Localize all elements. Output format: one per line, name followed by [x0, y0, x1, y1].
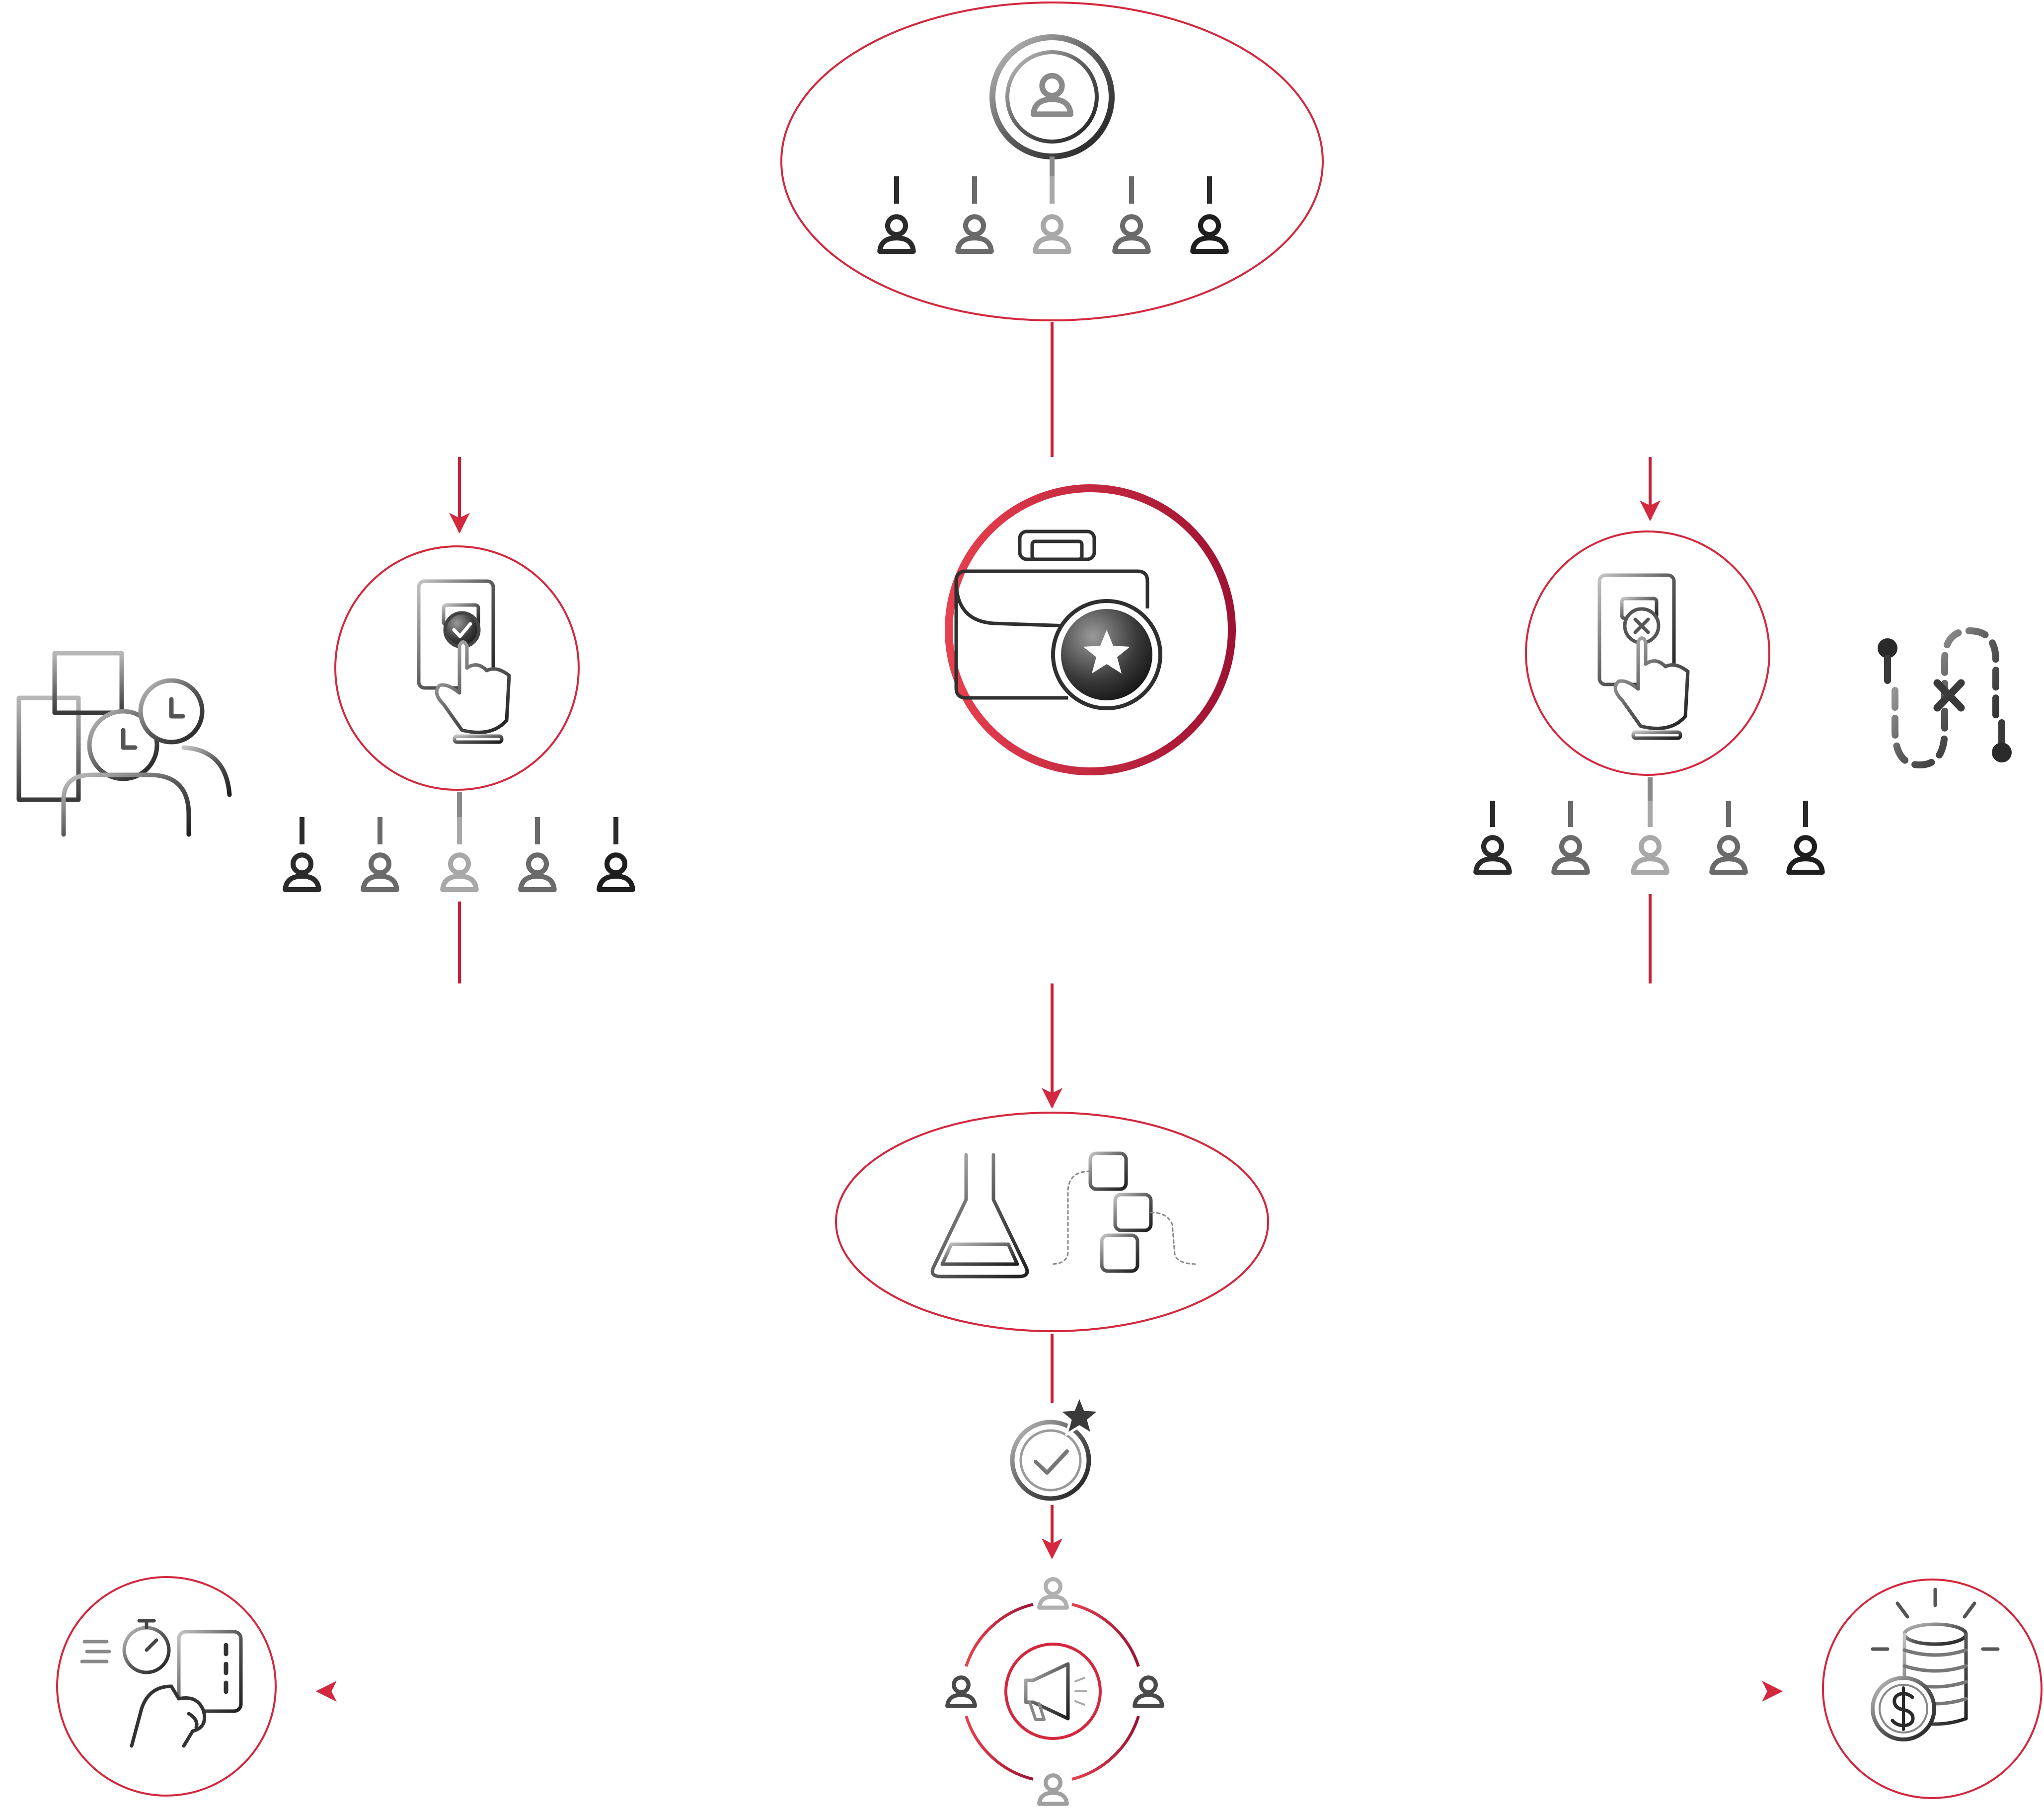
leader-hierarchy-ellipse	[780, 1, 1324, 321]
experiment-process-ellipse	[835, 1112, 1269, 1332]
node-fast-payment[interactable]	[56, 1576, 277, 1797]
hub-ring	[965, 1603, 1140, 1781]
node-featured-portfolio[interactable]	[945, 484, 1236, 775]
hub-inner-circle	[1004, 1643, 1102, 1740]
stopwatch-card-icon	[80, 1619, 243, 1748]
route-cancel-icon	[1878, 627, 2012, 769]
briefcase-star-icon	[954, 529, 1162, 710]
node-rejected-branch[interactable]	[1476, 530, 1822, 872]
rejected-team-chart	[1476, 777, 1822, 872]
node-leader-hierarchy[interactable]	[780, 1, 1324, 321]
node-revenue[interactable]	[1822, 1579, 2043, 1799]
revenue-circle	[1822, 1579, 2043, 1799]
featured-portfolio-circle	[945, 484, 1236, 775]
flask-flowchart-icon	[930, 1151, 1198, 1279]
approved-branch-circle	[334, 545, 580, 791]
approve-touch-icon	[417, 579, 511, 744]
megaphone-team-icon	[947, 1579, 1162, 1804]
approved-team-chart	[285, 792, 633, 890]
reject-touch-icon	[1597, 573, 1690, 740]
fast-payment-circle	[56, 1576, 277, 1797]
node-approved-branch[interactable]	[285, 545, 633, 890]
checkmark-star-badge-icon	[1010, 1394, 1101, 1501]
office-building-clock-icon	[0, 651, 232, 837]
connectors	[315, 322, 1783, 1702]
node-experiment-process[interactable]	[835, 1112, 1269, 1332]
coin-stack-dollar-icon	[1871, 1587, 2000, 1741]
node-announcement-hub[interactable]	[947, 1579, 1162, 1804]
rejected-branch-circle	[1525, 530, 1770, 776]
org-chart-leader-icon	[880, 34, 1226, 251]
node-quality-check[interactable]	[1010, 1394, 1101, 1501]
